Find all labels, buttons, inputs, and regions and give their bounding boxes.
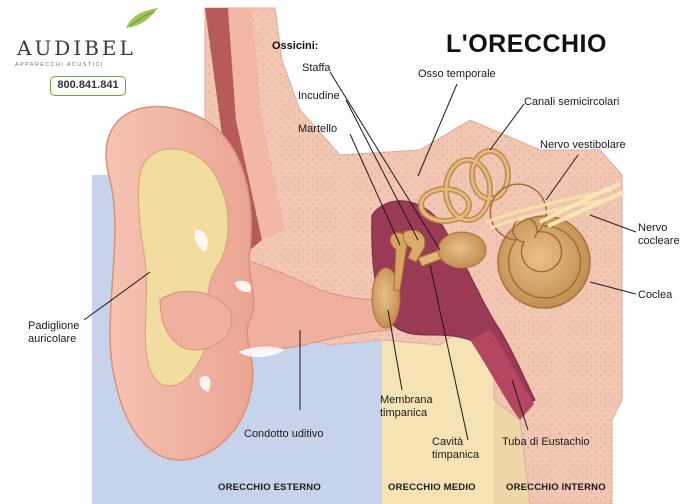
label-membrana-timpanica: Membrana timpanica (380, 394, 433, 420)
zone-caption-medio: ORECCHIO MEDIO (388, 482, 476, 493)
label-padiglione-auricolare: Padiglione auricolare (28, 320, 79, 346)
label-osso-temporale: Osso temporale (418, 68, 496, 81)
label-martello: Martello (298, 123, 337, 136)
label-coclea: Coclea (638, 289, 672, 302)
vestibule (438, 232, 486, 268)
label-staffa: Staffa (302, 62, 331, 75)
zone-caption-esterno: ORECCHIO ESTERNO (218, 482, 321, 493)
label-nervo-vestibolare: Nervo vestibolare (540, 139, 626, 152)
ossicles-group-label: Ossicini: (272, 40, 318, 52)
label-cavita-timpanica: Cavità timpanica (432, 436, 479, 462)
phone-number: 800.841.841 (50, 76, 126, 96)
label-canali-semicircolari: Canali semicircolari (524, 96, 619, 109)
diagram-title: L'ORECCHIO (446, 30, 607, 59)
label-tuba-di-eustachio: Tuba di Eustachio (502, 436, 590, 449)
zone-caption-interno: ORECCHIO INTERNO (506, 482, 606, 493)
brand-tagline: APPARECCHI ACUSTICI (15, 62, 104, 68)
label-incudine: Incudine (298, 90, 340, 103)
label-condotto-uditivo: Condotto uditivo (244, 428, 324, 441)
leaf-icon (126, 8, 158, 28)
label-nervo-cocleare: Nervo cocleare (638, 222, 680, 248)
brand-logo: AUDIBEL (17, 36, 136, 60)
